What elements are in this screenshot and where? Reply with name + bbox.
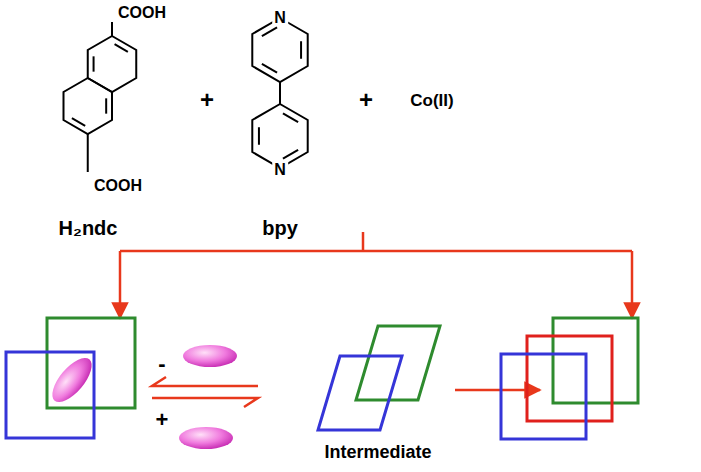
- guest-molecule: [183, 345, 237, 367]
- equilibrium-arrow-right: [152, 398, 258, 407]
- label: Intermediate: [324, 443, 431, 461]
- arrow-bar: [120, 250, 632, 253]
- single-bond: [111, 22, 113, 36]
- ring-bonds: [252, 104, 307, 168]
- label: bpy: [262, 218, 298, 238]
- intermediate-frames: [318, 326, 440, 430]
- arrow-down-left: [119, 251, 122, 318]
- label: N: [272, 162, 288, 178]
- label: H₂ndc: [59, 218, 118, 238]
- double-bond: [93, 56, 95, 71]
- green-sheared-frame: [356, 326, 440, 400]
- ring-bonds: [252, 18, 307, 82]
- equilibrium-arrow-left: [152, 377, 258, 386]
- double-bond: [258, 127, 260, 145]
- guest-molecule: [45, 352, 98, 409]
- double-bond: [262, 27, 277, 36]
- single-bond: [87, 134, 89, 172]
- double-bond: [115, 44, 128, 52]
- double-bond: [283, 150, 298, 159]
- label: COOH: [94, 178, 142, 194]
- blue-frame: [501, 354, 586, 439]
- label: +: [200, 88, 214, 112]
- guest-molecule: [179, 427, 233, 449]
- double-bond: [262, 64, 277, 73]
- ring-bonds: [88, 36, 136, 92]
- label: -: [158, 353, 165, 375]
- double-bond: [300, 41, 302, 59]
- single-bond: [279, 82, 281, 104]
- threefold-frames: [501, 318, 638, 439]
- red-frame: [527, 336, 612, 421]
- label: N: [272, 10, 288, 26]
- ring-bonds: [64, 78, 112, 134]
- double-bond: [283, 113, 298, 122]
- green-frame: [553, 318, 638, 403]
- double-bond: [72, 118, 85, 126]
- double-bond: [105, 98, 107, 113]
- arrow-down-right: [631, 251, 634, 318]
- blue-sheared-frame: [318, 356, 402, 430]
- interpenetrated-frames-with-guest: [6, 318, 135, 438]
- label: COOH: [118, 5, 166, 21]
- label: +: [156, 409, 169, 431]
- molecule-structures: [64, 18, 308, 172]
- label: Co(II): [410, 92, 453, 109]
- arrow-stem: [362, 232, 365, 251]
- label: +: [359, 88, 373, 112]
